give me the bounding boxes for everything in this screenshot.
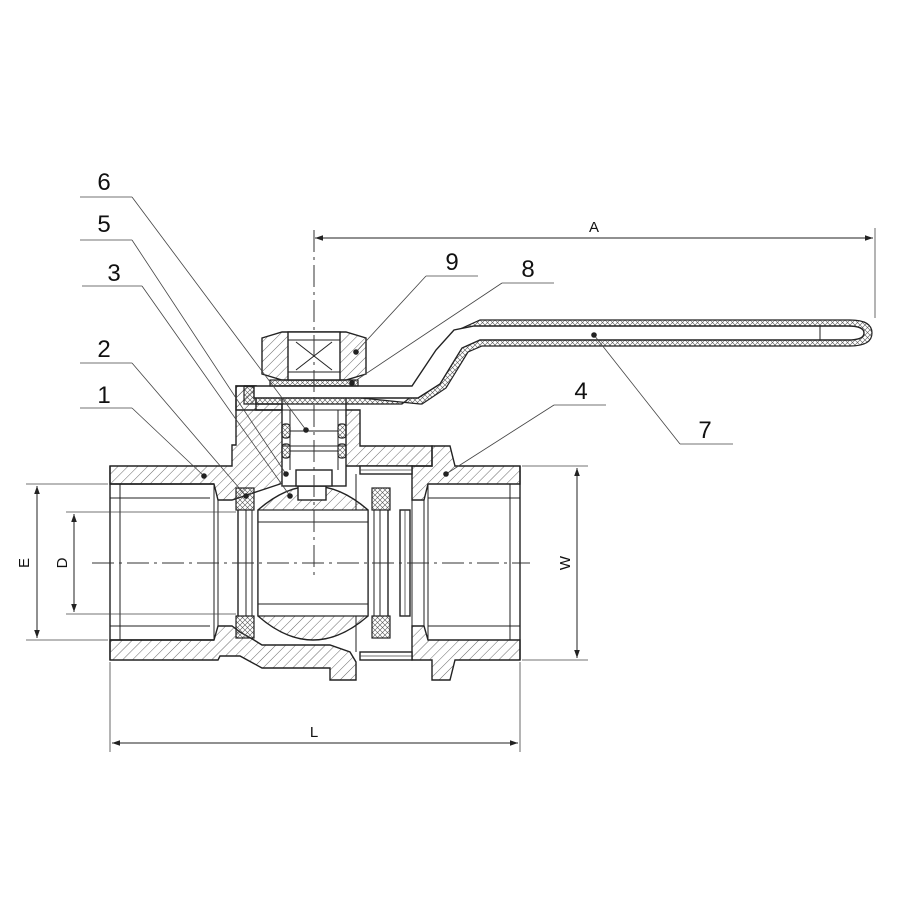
- callout-label-9: 9: [445, 249, 458, 276]
- dimension-L: L: [109, 662, 521, 752]
- callout-label-5: 5: [97, 211, 110, 238]
- callout-8: 8: [349, 256, 554, 386]
- callout-label-8: 8: [521, 256, 534, 283]
- dimension-A: A: [315, 219, 876, 318]
- callout-4: 4: [443, 378, 606, 477]
- callout-3: 3: [82, 260, 293, 499]
- callout-label-2: 2: [97, 336, 110, 363]
- dimension-E: E: [16, 483, 108, 641]
- dimension-label-L: L: [310, 724, 318, 741]
- callout-label-7: 7: [698, 417, 711, 444]
- dimension-label-D: D: [54, 557, 71, 568]
- dimension-label-W: W: [557, 555, 574, 570]
- callout-label-1: 1: [97, 382, 110, 409]
- callout-7: 7: [591, 332, 733, 445]
- dimension-D: D: [54, 511, 236, 615]
- dimension-label-A: A: [589, 219, 599, 236]
- callout-9: 9: [353, 249, 478, 355]
- dimension-label-E: E: [16, 558, 33, 568]
- centerlines: [92, 230, 530, 578]
- callout-2: 2: [80, 336, 249, 499]
- callout-1: 1: [80, 382, 207, 479]
- lever-handle: [243, 319, 873, 405]
- callout-label-6: 6: [97, 169, 110, 196]
- callout-5: 5: [80, 211, 289, 477]
- end-connector-right: [355, 445, 521, 681]
- callout-6: 6: [80, 169, 309, 433]
- callout-label-3: 3: [107, 260, 120, 287]
- dimension-W: W: [522, 465, 588, 661]
- callout-label-4: 4: [574, 378, 587, 405]
